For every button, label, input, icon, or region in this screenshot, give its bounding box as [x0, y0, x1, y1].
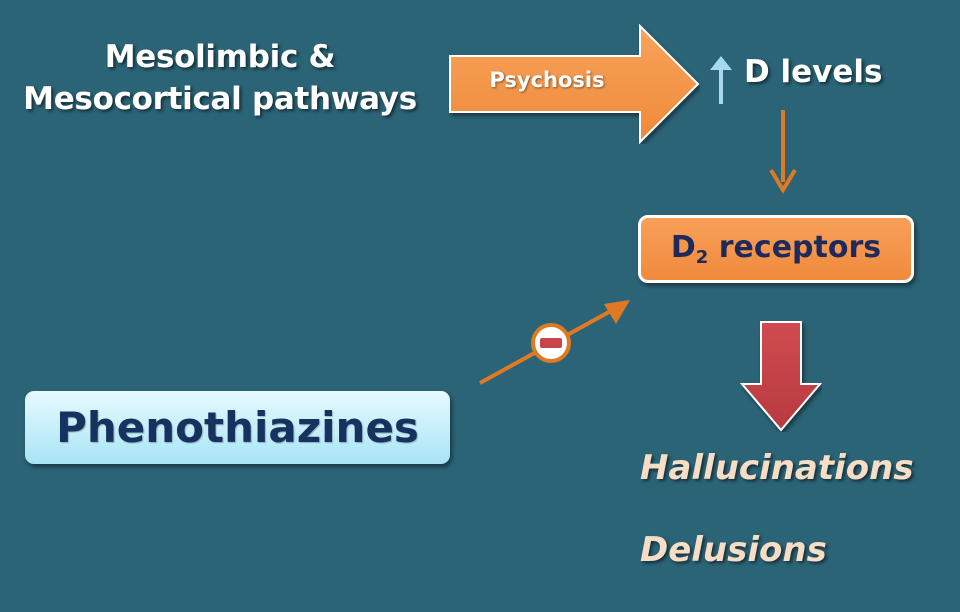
pathways-line-1: Mesolimbic &: [104, 39, 336, 75]
receptor-prefix: D: [670, 230, 696, 265]
effects-down-arrow: [740, 321, 822, 432]
phenothiazines-box: Phenothiazines: [25, 391, 450, 464]
receptor-suffix: receptors: [718, 230, 882, 265]
phenothiazines-label: Phenothiazines: [56, 403, 419, 452]
d2-receptors-label: D2 receptors: [671, 230, 881, 268]
receptor-subscript: 2: [695, 247, 709, 268]
inhibition-arrow: [479, 300, 630, 385]
down-connector-arrow: [769, 110, 797, 194]
effect-hallucinations: Hallucinations: [640, 448, 914, 488]
effect-delusions: Delusions: [640, 530, 827, 570]
pathways-title: Mesolimbic & Mesocortical pathways: [0, 36, 440, 120]
effects-list: Hallucinations Delusions: [640, 448, 914, 612]
psychosis-arrow: [449, 24, 700, 144]
dopamine-levels-label: D levels: [744, 54, 883, 90]
pathways-line-2: Mesocortical pathways: [23, 81, 417, 117]
minus-circle-icon: [531, 323, 571, 363]
psychosis-label: Psychosis: [489, 68, 605, 92]
d2-receptors-box: D2 receptors: [638, 215, 914, 283]
up-arrow-icon: [710, 56, 732, 104]
